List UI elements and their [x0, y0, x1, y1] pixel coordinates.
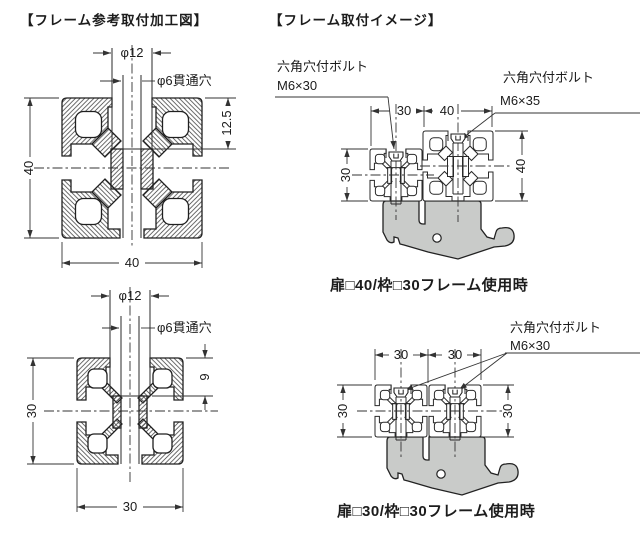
bolt-m6x30-a1: [388, 151, 404, 205]
a1-bolt-left-type: 六角穴付ボルト: [277, 59, 368, 74]
a1-bolt-left-size: M6×30: [277, 78, 317, 93]
door-rail-bracket-bottom: [386, 436, 519, 496]
d40-phi12-label: φ12: [121, 45, 144, 60]
dimension-lines: [24, 50, 640, 512]
bolt-m6x30-a2-left: [393, 387, 409, 441]
door-rail-bracket-top: [382, 200, 515, 260]
a1-frame-40: [423, 131, 493, 201]
d40-counterbore-depth: 12.5: [219, 110, 234, 135]
a1-caption: 扉□40/枠□30フレーム使用時: [329, 276, 528, 294]
a2-height-left-dim: 30: [335, 404, 350, 418]
d30-counterbore-depth: 9: [197, 373, 212, 380]
rail-brackets: [382, 200, 519, 496]
d40-width-dim: 40: [125, 255, 139, 270]
title-right: 【フレーム取付イメージ】: [269, 12, 442, 28]
a2-bolt-size: M6×30: [510, 338, 550, 353]
a1-width-left-dim: 30: [397, 103, 411, 118]
a2-caption: 扉□30/枠□30フレーム使用時: [336, 502, 535, 520]
d30-height-dim: 30: [24, 404, 39, 418]
centerlines: [34, 45, 512, 482]
a1-height-left-dim: 30: [338, 168, 353, 182]
a1-frame-30: [370, 149, 422, 201]
title-left: 【フレーム参考取付加工図】: [20, 12, 208, 28]
bracket-hole-top: [432, 233, 442, 243]
d40-height-dim: 40: [21, 161, 36, 175]
a2-bolt-type: 六角穴付ボルト: [510, 320, 601, 335]
d30-phi12-label: φ12: [119, 288, 142, 303]
profile-section-30: [76, 357, 184, 465]
a1-bolt-right-size: M6×35: [500, 93, 540, 108]
a2-width-right-dim: 30: [448, 347, 462, 362]
profile-section-40: [61, 97, 203, 239]
a1-height-right-dim: 40: [513, 159, 528, 173]
a2-width-left-dim: 30: [394, 347, 408, 362]
frame-profiles: [61, 97, 493, 465]
bolt-m6x30-a2-right: [447, 387, 463, 441]
d30-through-hole-label: φ6貫通穴: [157, 320, 212, 335]
bracket-hole-bottom: [436, 469, 446, 479]
a2-frame-30-right: [429, 385, 481, 437]
hole-lines: [109, 48, 469, 464]
a2-height-right-dim: 30: [500, 404, 515, 418]
d30-width-dim: 30: [123, 499, 137, 514]
bolts: [388, 133, 466, 441]
a2-frame-30-left: [375, 385, 427, 437]
d40-through-hole-label: φ6貫通穴: [157, 73, 212, 88]
a1-width-right-dim: 40: [440, 103, 454, 118]
bolt-m6x35-a1: [450, 133, 466, 195]
a1-bolt-right-type: 六角穴付ボルト: [503, 70, 594, 85]
